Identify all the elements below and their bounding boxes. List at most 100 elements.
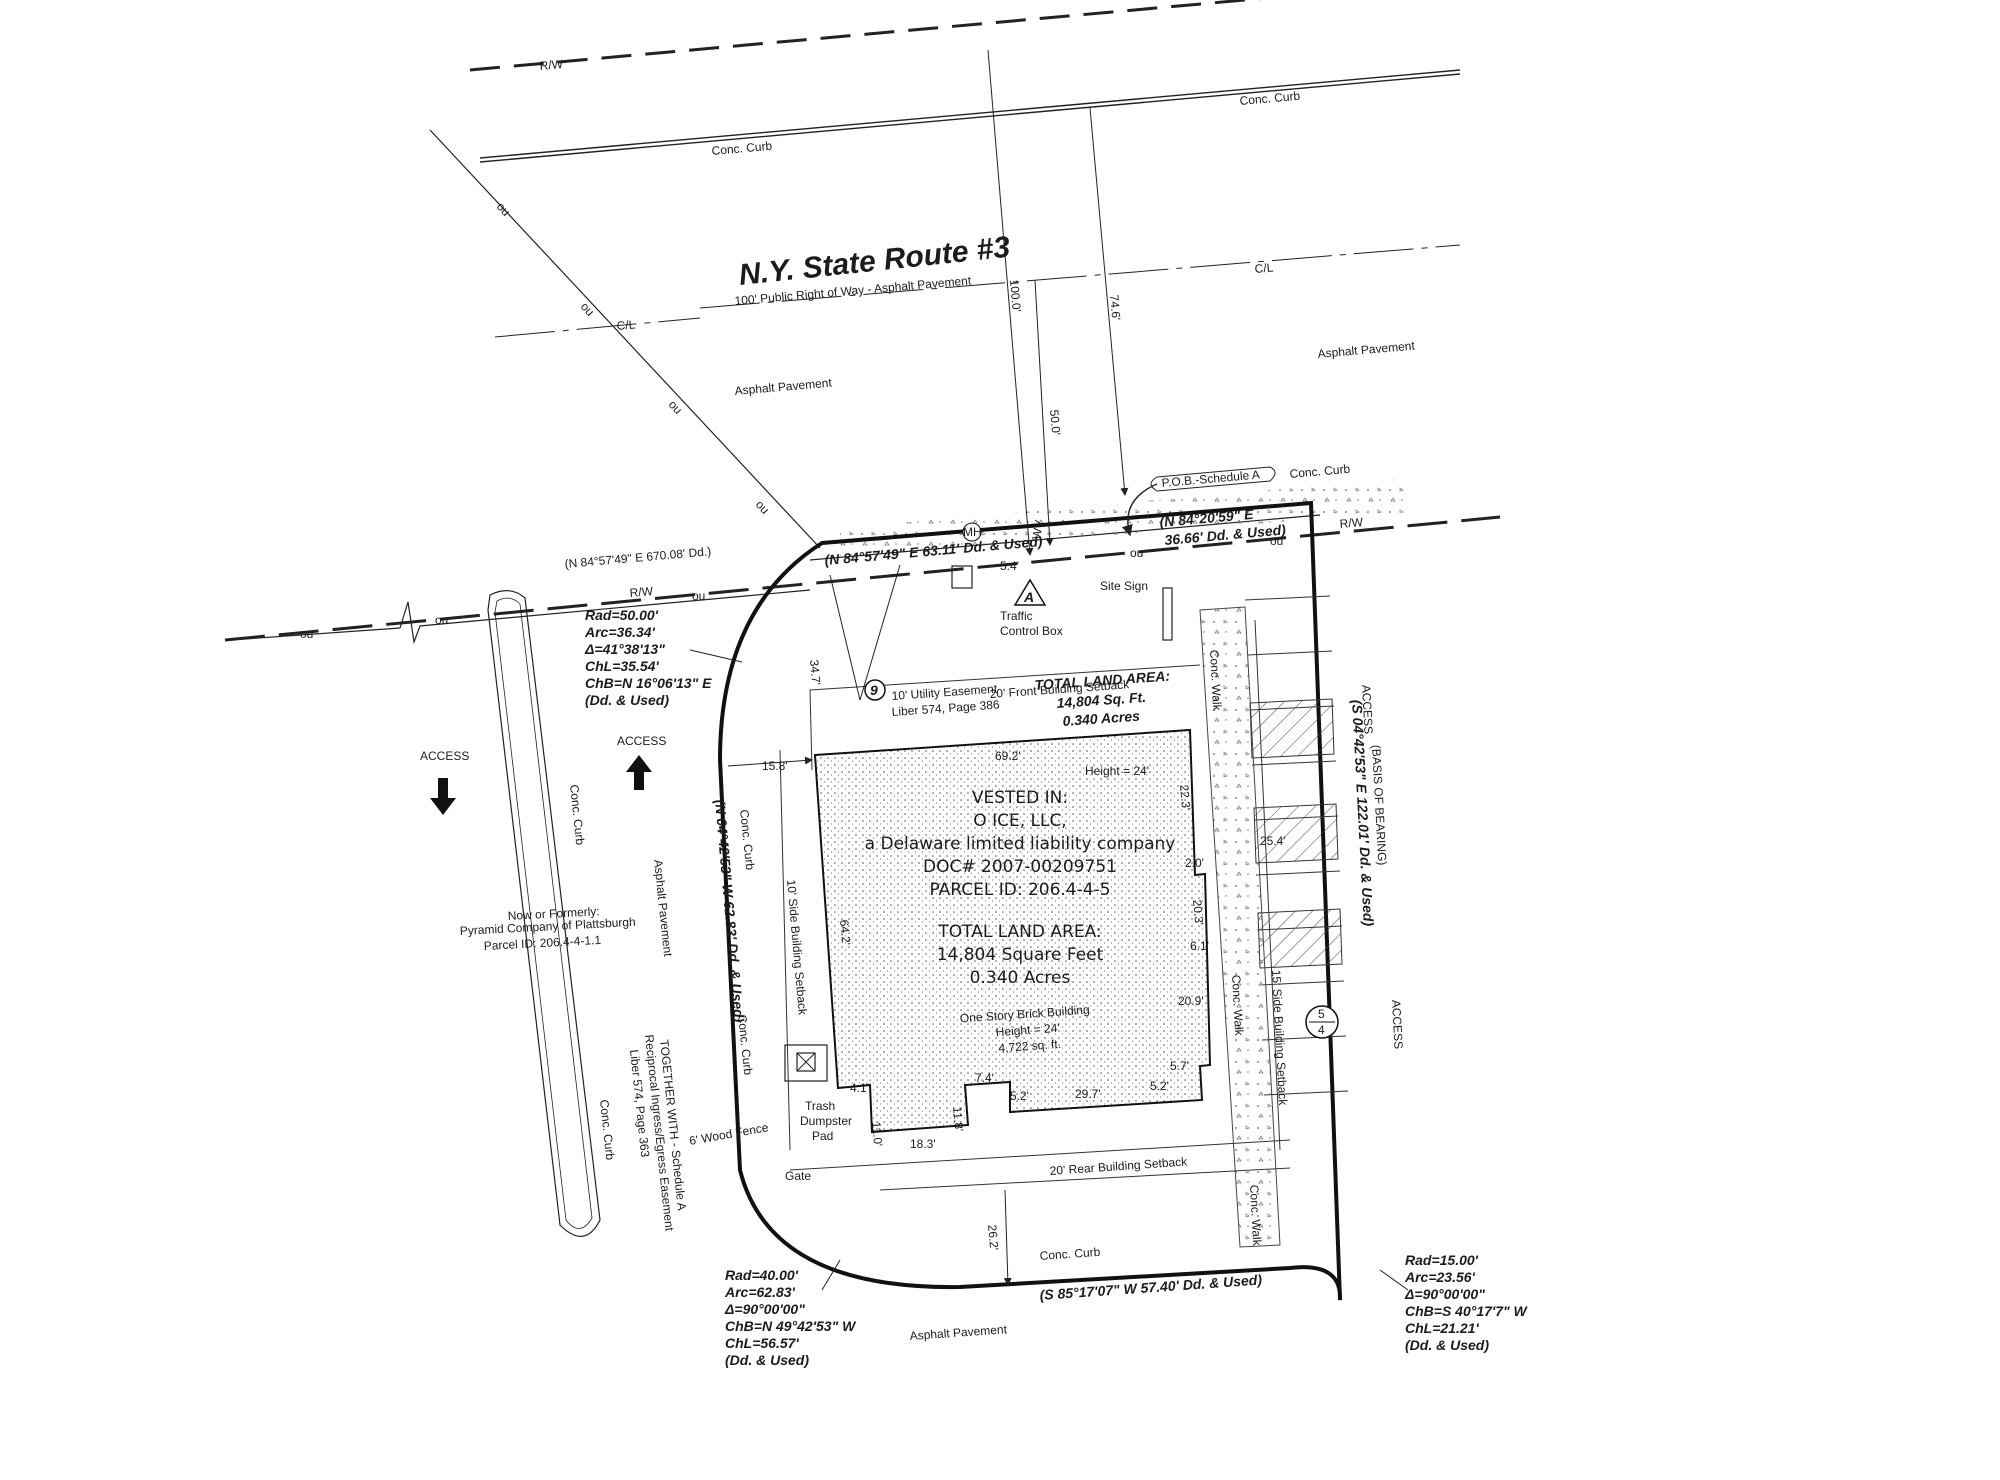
curb-label-west-2: Conc. Curb [735,1014,755,1076]
conc-walk-label-3: Conc. Walk [1247,1184,1264,1247]
vested-in-block: VESTED IN: O ICE, LLC, a Delaware limite… [865,788,1176,988]
conc-walk-label-2: Conc. Walk [1229,974,1246,1037]
traffic-control-box-icon [951,565,973,589]
svg-text:4,722 sq. ft.: 4,722 sq. ft. [998,1037,1062,1055]
dim-110: 11.0' [869,1121,885,1147]
trash-label-1: Trash [805,1099,835,1113]
centerline-north [699,244,1461,309]
access-label-east-1: ACCESS [1359,684,1376,734]
concrete-walk-east [1199,606,1281,1248]
curb-label-north-1: Conc. Curb [711,139,773,158]
centerline-south [494,317,701,338]
svg-text:VESTED IN:: VESTED IN: [972,788,1068,808]
dim-254: 25.4' [1260,834,1286,848]
svg-text:(Dd. & Used): (Dd. & Used) [1405,1337,1489,1353]
curve-data-3: Rad=15.00' Arc=23.56' Δ=90°00'00" ChB=S … [1404,1252,1529,1353]
svg-text:0.340 Acres: 0.340 Acres [970,968,1071,988]
dim-203: 20.3' [1190,899,1206,926]
svg-text:DOC# 2007-00209751: DOC# 2007-00209751 [923,857,1117,877]
total-area-sqft: 14,804 Sq. Ft. [1056,689,1146,711]
neighbor-label-1: Now or Formerly: [507,904,600,923]
ou-label-5: ou [300,627,313,641]
bearing-basis: (BASIS OF BEARING) [1369,744,1389,865]
north-curb-line-b [479,73,1461,163]
ou-label-2: ou [578,299,597,318]
marker-5-label: 5 [1318,1007,1325,1021]
curve-data-2: Rad=40.00' Arc=62.83' Δ=90°00'00" ChB=N … [724,1267,857,1368]
curb-label-island-1: Conc. Curb [567,784,587,846]
parcel-boundary [717,500,1343,1301]
svg-text:Rad=40.00': Rad=40.00' [725,1267,799,1283]
cl-label-east: C/L [1254,260,1274,276]
dim-34: 34.7' [807,659,823,686]
cl-label-west: C/L [616,317,636,333]
dim-54: 5.4' [1000,559,1019,573]
rw-label-north: R/W [539,57,564,73]
svg-text:ChB=S 40°17'7" W: ChB=S 40°17'7" W [1405,1303,1529,1319]
traffic-label-2: Control Box [1000,624,1063,638]
marker-9-label: 9 [870,682,878,698]
dim-100: 100.0' [1007,279,1024,312]
pavement-label-3: Asphalt Pavement [909,1322,1008,1343]
svg-text:ChB=N 49°42'53" W: ChB=N 49°42'53" W [725,1318,857,1334]
dim-15: 15.8' [762,759,788,773]
neighbor-label-3: Parcel ID: 206.4-4-1.1 [483,933,601,953]
curb-label-west-1: Conc. Curb [737,809,757,871]
pavement-label-1: Asphalt Pavement [734,375,833,397]
north-row-line [469,0,1262,72]
ou-label-8: ou [1130,546,1143,560]
pob-callout [1150,466,1276,492]
side-setback-east-label: 15' Side Building Setback [1269,969,1290,1106]
marker-a-label: A [1023,589,1034,605]
svg-text:Δ=41°38'13": Δ=41°38'13" [584,641,665,657]
svg-text:Arc=36.34': Arc=36.34' [584,624,656,640]
svg-text:PARCEL ID: 206.4-4-5: PARCEL ID: 206.4-4-5 [929,880,1110,900]
dim-297: 29.7' [1075,1087,1101,1101]
gate-label: Gate [785,1169,811,1183]
dimension-lines [727,49,1129,1286]
trash-label-2: Dumpster [800,1114,852,1128]
dim-20: 2.0' [1185,856,1204,870]
access-label-left: ACCESS [420,749,469,763]
svg-text:Arc=62.83': Arc=62.83' [724,1284,796,1300]
site-sign-label: Site Sign [1100,579,1148,593]
marker-a [1013,578,1047,606]
pavement-label-2: Asphalt Pavement [1317,338,1416,360]
curve-data-1: Rad=50.00' Arc=36.34' Δ=41°38'13" ChL=35… [584,607,712,708]
svg-text:14,804 Square Feet: 14,804 Square Feet [937,945,1104,965]
dim-209: 20.9' [1178,994,1204,1008]
svg-text:O ICE, LLC,: O ICE, LLC, [973,811,1066,831]
curb-label-south: Conc. Curb [1039,1245,1101,1263]
fence-label: 6' Wood Fence [688,1120,770,1148]
dim-41: 4.1' [850,1081,869,1095]
north-curb-line-a [479,69,1461,159]
curb-label-east: Conc. Curb [1289,462,1351,481]
bearing-overall: (N 84°57'49" E 670.08' Dd.) [564,544,712,571]
svg-text:Δ=90°00'00": Δ=90°00'00" [724,1301,805,1317]
svg-text:(Dd. & Used): (Dd. & Used) [585,692,669,708]
site-sign-icon [1162,587,1173,641]
overhead-utility-line [229,129,821,645]
dim-642: 64.2' [837,919,853,946]
curb-label-north-2: Conc. Curb [1239,89,1301,108]
dim-61: 6.1' [1190,939,1209,953]
svg-text:ChL=21.21': ChL=21.21' [1405,1320,1479,1336]
trash-dumpster-pad [784,1044,828,1082]
dim-692: 69.2' [995,749,1021,763]
traffic-label-1: Traffic [1000,609,1033,623]
utility-easement-line [829,574,861,701]
access-arrows [430,755,652,815]
dim-183: 18.3' [910,1137,936,1151]
dim-118: 11.8' [950,1106,966,1132]
ou-label-9: ou [1270,534,1283,548]
svg-text:Δ=90°00'00": Δ=90°00'00" [1404,1286,1485,1302]
trash-dumpster-icon [796,1052,816,1072]
dim-74: 74.6' [1107,294,1123,321]
side-setback-west-label: 10' Side Building Setback [784,879,810,1016]
svg-text:Rad=50.00': Rad=50.00' [585,607,659,623]
rw-label-east: R/W [1339,515,1364,531]
svg-text:Arc=23.56': Arc=23.56' [1404,1269,1476,1285]
curb-label-island-2: Conc. Curb [597,1099,617,1161]
ou-label-7: ou [692,589,705,603]
